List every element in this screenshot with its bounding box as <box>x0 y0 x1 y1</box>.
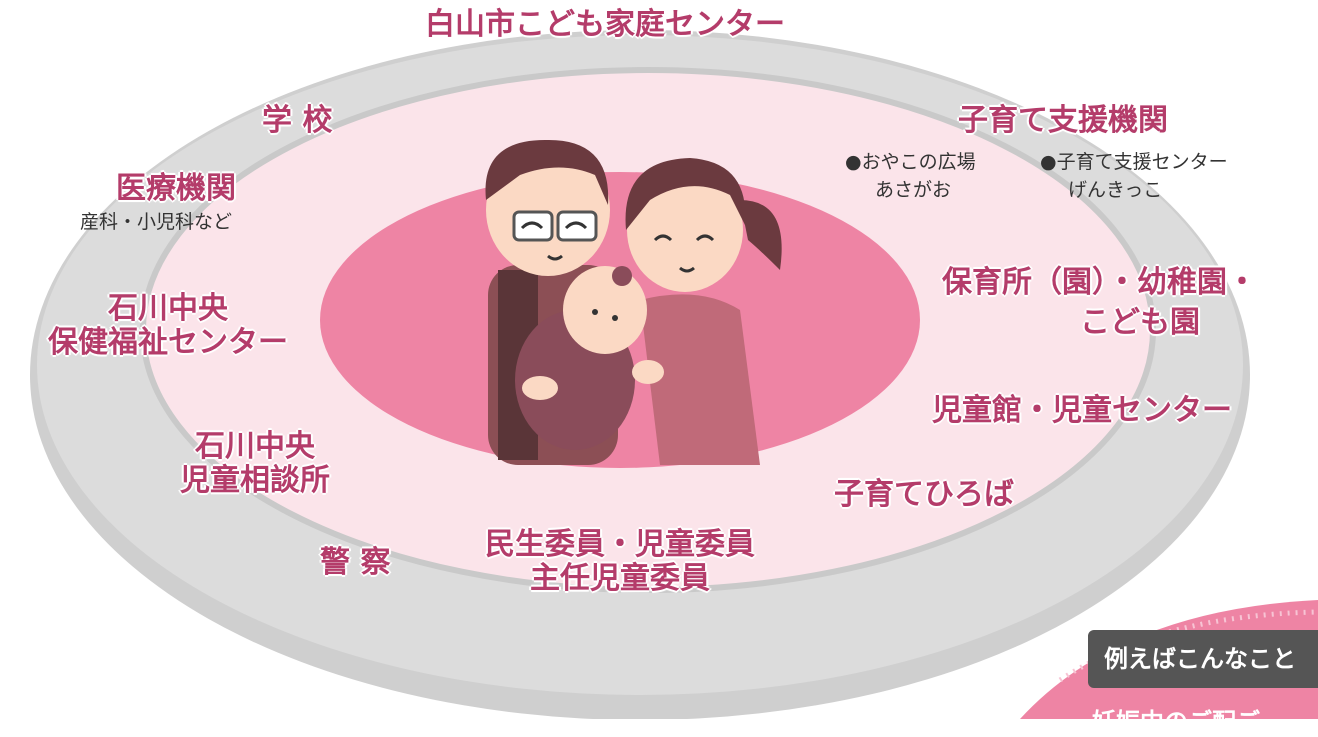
bottom-cut-text: 妊娠中のご配ご <box>1092 708 1260 736</box>
label-police: 警 察 <box>320 545 391 580</box>
label-health-center: 石川中央 保健福祉センター <box>40 292 296 359</box>
label-support-org: 子育て支援機関 <box>958 103 1168 138</box>
label-guidance-center: 石川中央 児童相談所 <box>150 430 360 497</box>
label-medical-sub: 産科・小児科など <box>80 211 233 233</box>
label-commissioners: 民生委員・児童委員 主任児童委員 <box>455 528 785 595</box>
label-guidance-center-line2: 児童相談所 <box>180 462 330 498</box>
example-tag: 例えばこんなこと <box>1088 630 1318 688</box>
label-support-item-2b: げんきっこ <box>1068 179 1163 201</box>
label-nursery-line1: 保育所（園）・幼稚園・ <box>942 265 1257 300</box>
label-childrens-hall: 児童館・児童センター <box>932 393 1232 428</box>
label-support-item-1b: あさがお <box>875 179 952 201</box>
label-commissioners-line1: 民生委員・児童委員 <box>485 527 755 562</box>
label-guidance-center-line1: 石川中央 <box>195 429 315 464</box>
support-network-diagram <box>30 30 1318 719</box>
label-commissioners-line2: 主任児童委員 <box>530 560 710 596</box>
label-support-item-2a: ●子育て支援センター <box>1040 151 1228 173</box>
outer-title: 白山市こども家庭センター <box>425 7 785 42</box>
label-school: 学 校 <box>262 103 333 138</box>
label-support-item-1a: ●おやこの広場 <box>845 151 976 173</box>
label-nursery-line2: こども園 <box>1080 305 1200 340</box>
label-hiroba: 子育てひろば <box>834 477 1014 512</box>
family-illustration <box>485 139 782 465</box>
label-medical: 医療機関 <box>116 171 236 206</box>
label-health-center-line2: 保健福祉センター <box>48 324 288 360</box>
label-health-center-line1: 石川中央 <box>108 291 228 326</box>
